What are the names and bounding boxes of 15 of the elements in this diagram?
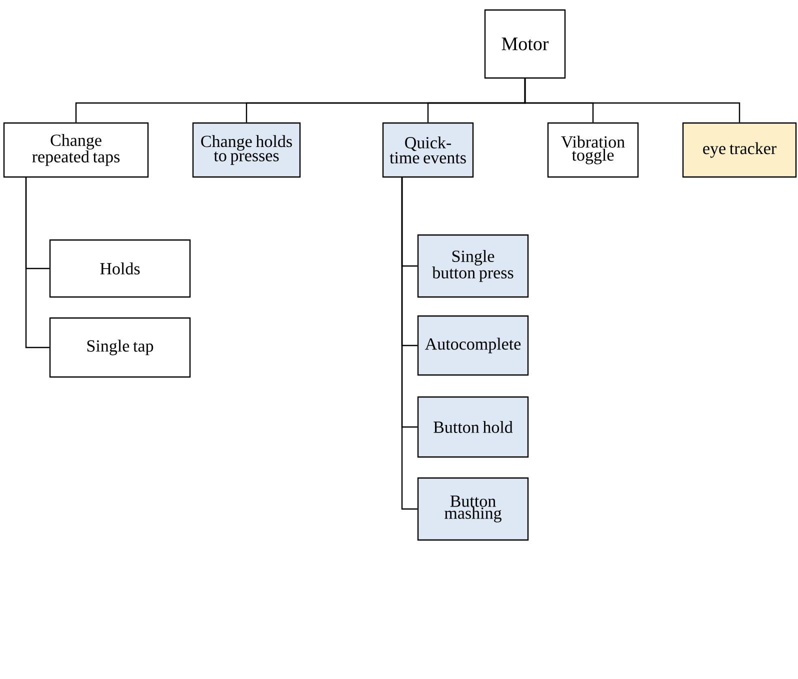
process-box: Autocomplete [417, 315, 529, 376]
process-box: Single button press [417, 234, 529, 298]
process-box: Button hold [417, 396, 529, 458]
connector-line [25, 176, 50, 348]
process-box: Change repeated taps [3, 122, 149, 178]
connector-line [524, 78, 740, 122]
process-box: Quick-time events [382, 122, 474, 178]
connector-line [401, 176, 418, 510]
process-box: Holds [49, 239, 191, 298]
process-box: Button mashing [417, 477, 529, 541]
process-box: Change holds to presses [192, 122, 301, 178]
process-box: Vibration toggle [547, 122, 639, 178]
process-box: Motor [484, 9, 566, 79]
process-box: Single tap [49, 317, 191, 378]
process-box: eye tracker [682, 122, 797, 178]
